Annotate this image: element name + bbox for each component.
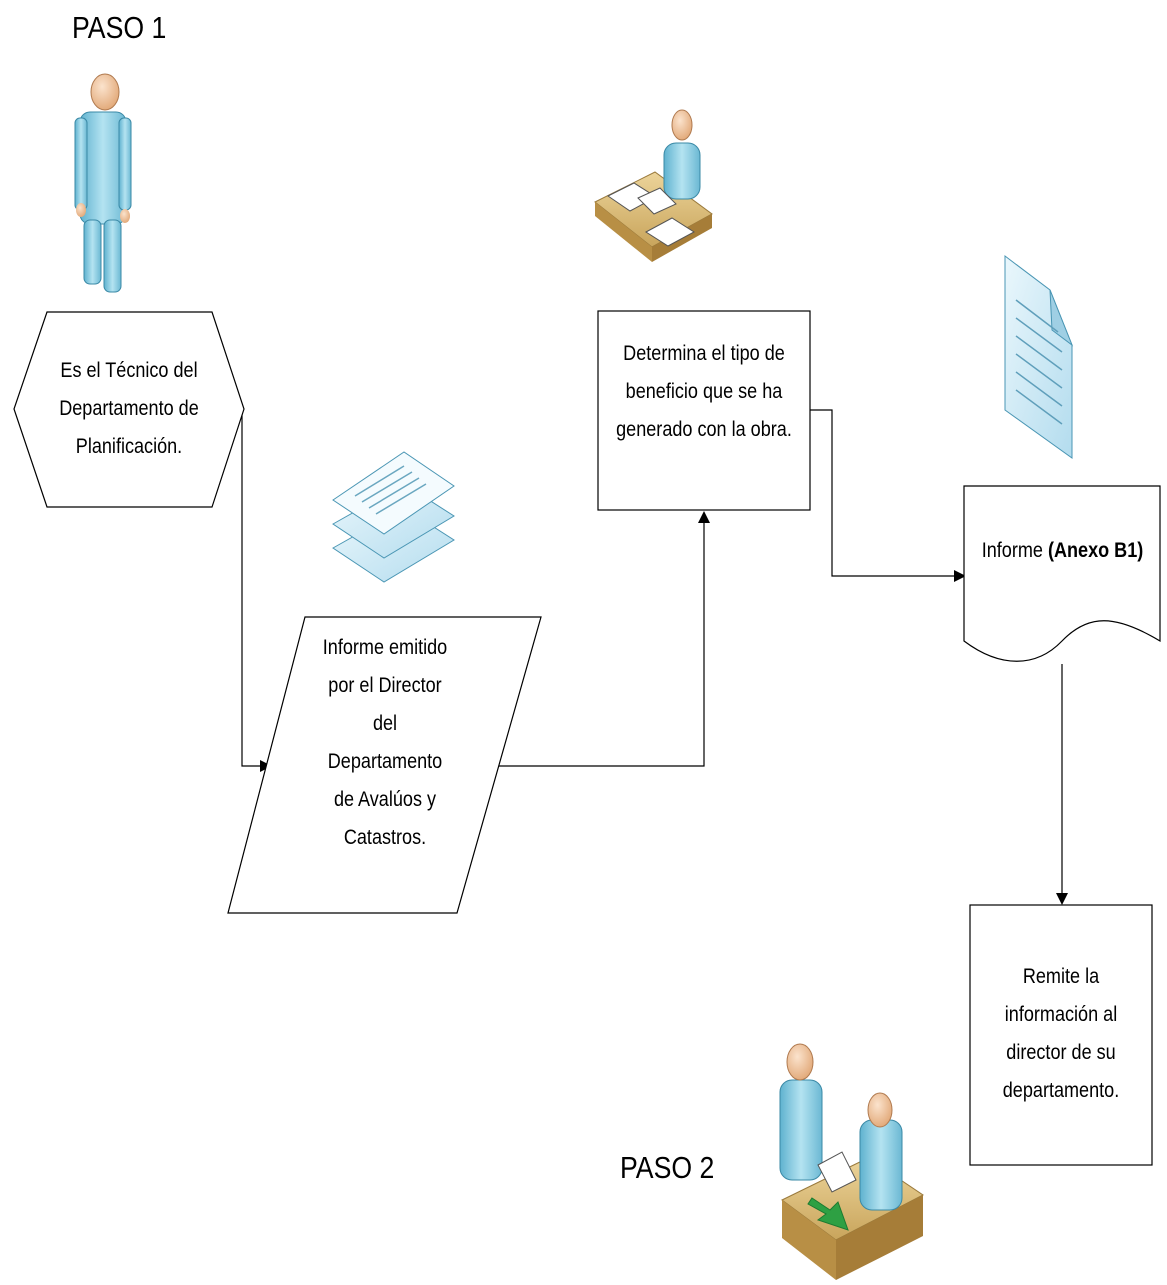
- step-1-title: PASO 1: [72, 10, 167, 45]
- tecnico-hexagon: [13, 311, 245, 508]
- remite-line-3: director de su: [1006, 1041, 1116, 1064]
- step-2-title: PASO 2: [620, 1150, 715, 1185]
- tecnico-label: Es el Técnico del Departamento de Planif…: [47, 352, 210, 466]
- determina-line-1: Determina el tipo de: [623, 342, 785, 365]
- tecnico-label-line-3: Planificación.: [75, 435, 183, 458]
- informe-anexo-label: Informe (Anexo B1): [966, 532, 1160, 570]
- tecnico-label-line-1: Es el Técnico del: [60, 359, 198, 382]
- informe-director-line-1: Informe emitido: [322, 636, 448, 659]
- informe-anexo-document: [963, 485, 1161, 662]
- determina-box: [597, 310, 811, 511]
- informe-director-label: Informe emitido por el Director del Depa…: [312, 629, 458, 857]
- determina-line-2: beneficio que se ha: [625, 380, 783, 403]
- informe-director-line-3: del: [372, 712, 398, 735]
- remite-line-2: información al: [1004, 1003, 1118, 1026]
- informe-anexo-regular: Informe: [981, 539, 1048, 562]
- remite-label: Remite la información al director de su …: [983, 958, 1140, 1110]
- connector-tecnico-to-informe: [241, 408, 272, 772]
- remite-line-4: departamento.: [1002, 1079, 1120, 1102]
- two-people-exchange-icon: [779, 1043, 924, 1280]
- determina-line-3: generado con la obra.: [616, 418, 792, 441]
- informe-director-line-4: Departamento: [327, 750, 443, 773]
- connector-determina-to-anexo: [810, 409, 966, 582]
- tecnico-label-line-2: Departamento de: [59, 397, 199, 420]
- remite-line-1: Remite la: [1022, 965, 1100, 988]
- remite-box: [969, 904, 1153, 1166]
- stacked-documents-icon: [332, 451, 455, 583]
- document-page-icon: [1004, 254, 1074, 459]
- connector-informe-to-determina: [496, 511, 710, 767]
- standing-person-icon: [74, 73, 132, 293]
- informe-director-parallelogram: [227, 616, 542, 914]
- informe-director-line-5: de Avalúos y: [333, 788, 437, 811]
- informe-director-line-2: por el Director: [328, 674, 442, 697]
- person-at-desk-icon: [594, 109, 713, 262]
- informe-director-line-6: Catastros.: [343, 826, 427, 849]
- informe-anexo-bold: (Anexo B1): [1047, 539, 1144, 562]
- connectors: [241, 408, 1068, 905]
- determina-label: Determina el tipo de beneficio que se ha…: [613, 335, 795, 449]
